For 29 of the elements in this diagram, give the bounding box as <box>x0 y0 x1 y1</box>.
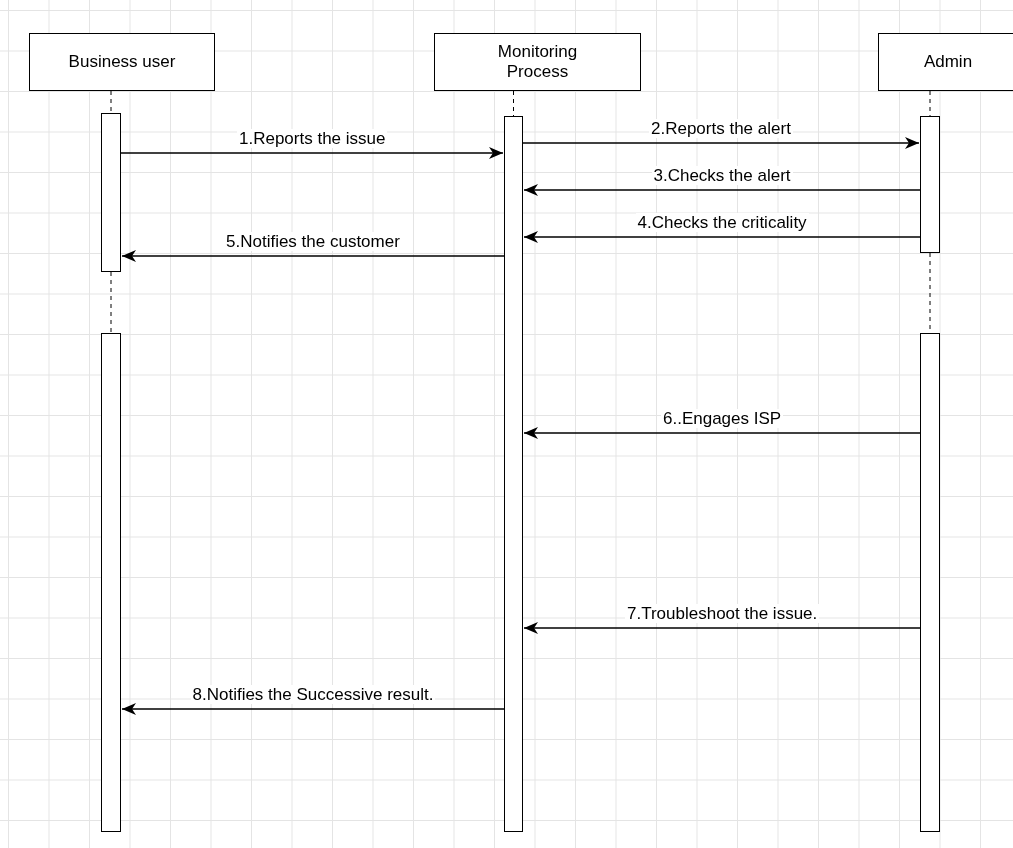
message-arrow <box>121 703 505 715</box>
message-arrow <box>522 137 920 149</box>
lifeline <box>110 90 112 114</box>
participant-label: Admin <box>923 52 973 72</box>
participant-label: Monitoring Process <box>496 42 579 82</box>
edge-label: 5.Notifies the customer <box>224 232 402 251</box>
message-arrow <box>523 231 921 243</box>
message-arrow <box>523 184 921 196</box>
lifeline <box>110 271 112 334</box>
activation-bar <box>101 113 121 272</box>
edge-label: 2.Reports the alert <box>649 119 793 138</box>
activation-bar <box>920 333 940 832</box>
activation-bar <box>504 116 523 832</box>
activation-bar <box>920 116 940 253</box>
participant-box <box>434 33 641 91</box>
participant-box <box>29 33 215 91</box>
edge-label: 1.Reports the issue <box>237 129 388 148</box>
message-arrow <box>121 250 505 262</box>
edge-label: 6..Engages ISP <box>661 409 784 428</box>
message-arrow <box>523 427 921 439</box>
participant-box <box>878 33 1013 91</box>
edge-label: 7.Troubleshoot the issue. <box>625 604 820 623</box>
message-arrow <box>120 147 504 159</box>
edge-label: 3.Checks the alert <box>651 166 793 185</box>
participant-label: Business user <box>68 52 176 72</box>
edge-label: 4.Checks the criticality <box>635 213 809 232</box>
activation-bar <box>101 333 121 832</box>
message-arrow <box>523 622 921 634</box>
edge-label: 8.Notifies the Successive result. <box>190 685 436 704</box>
